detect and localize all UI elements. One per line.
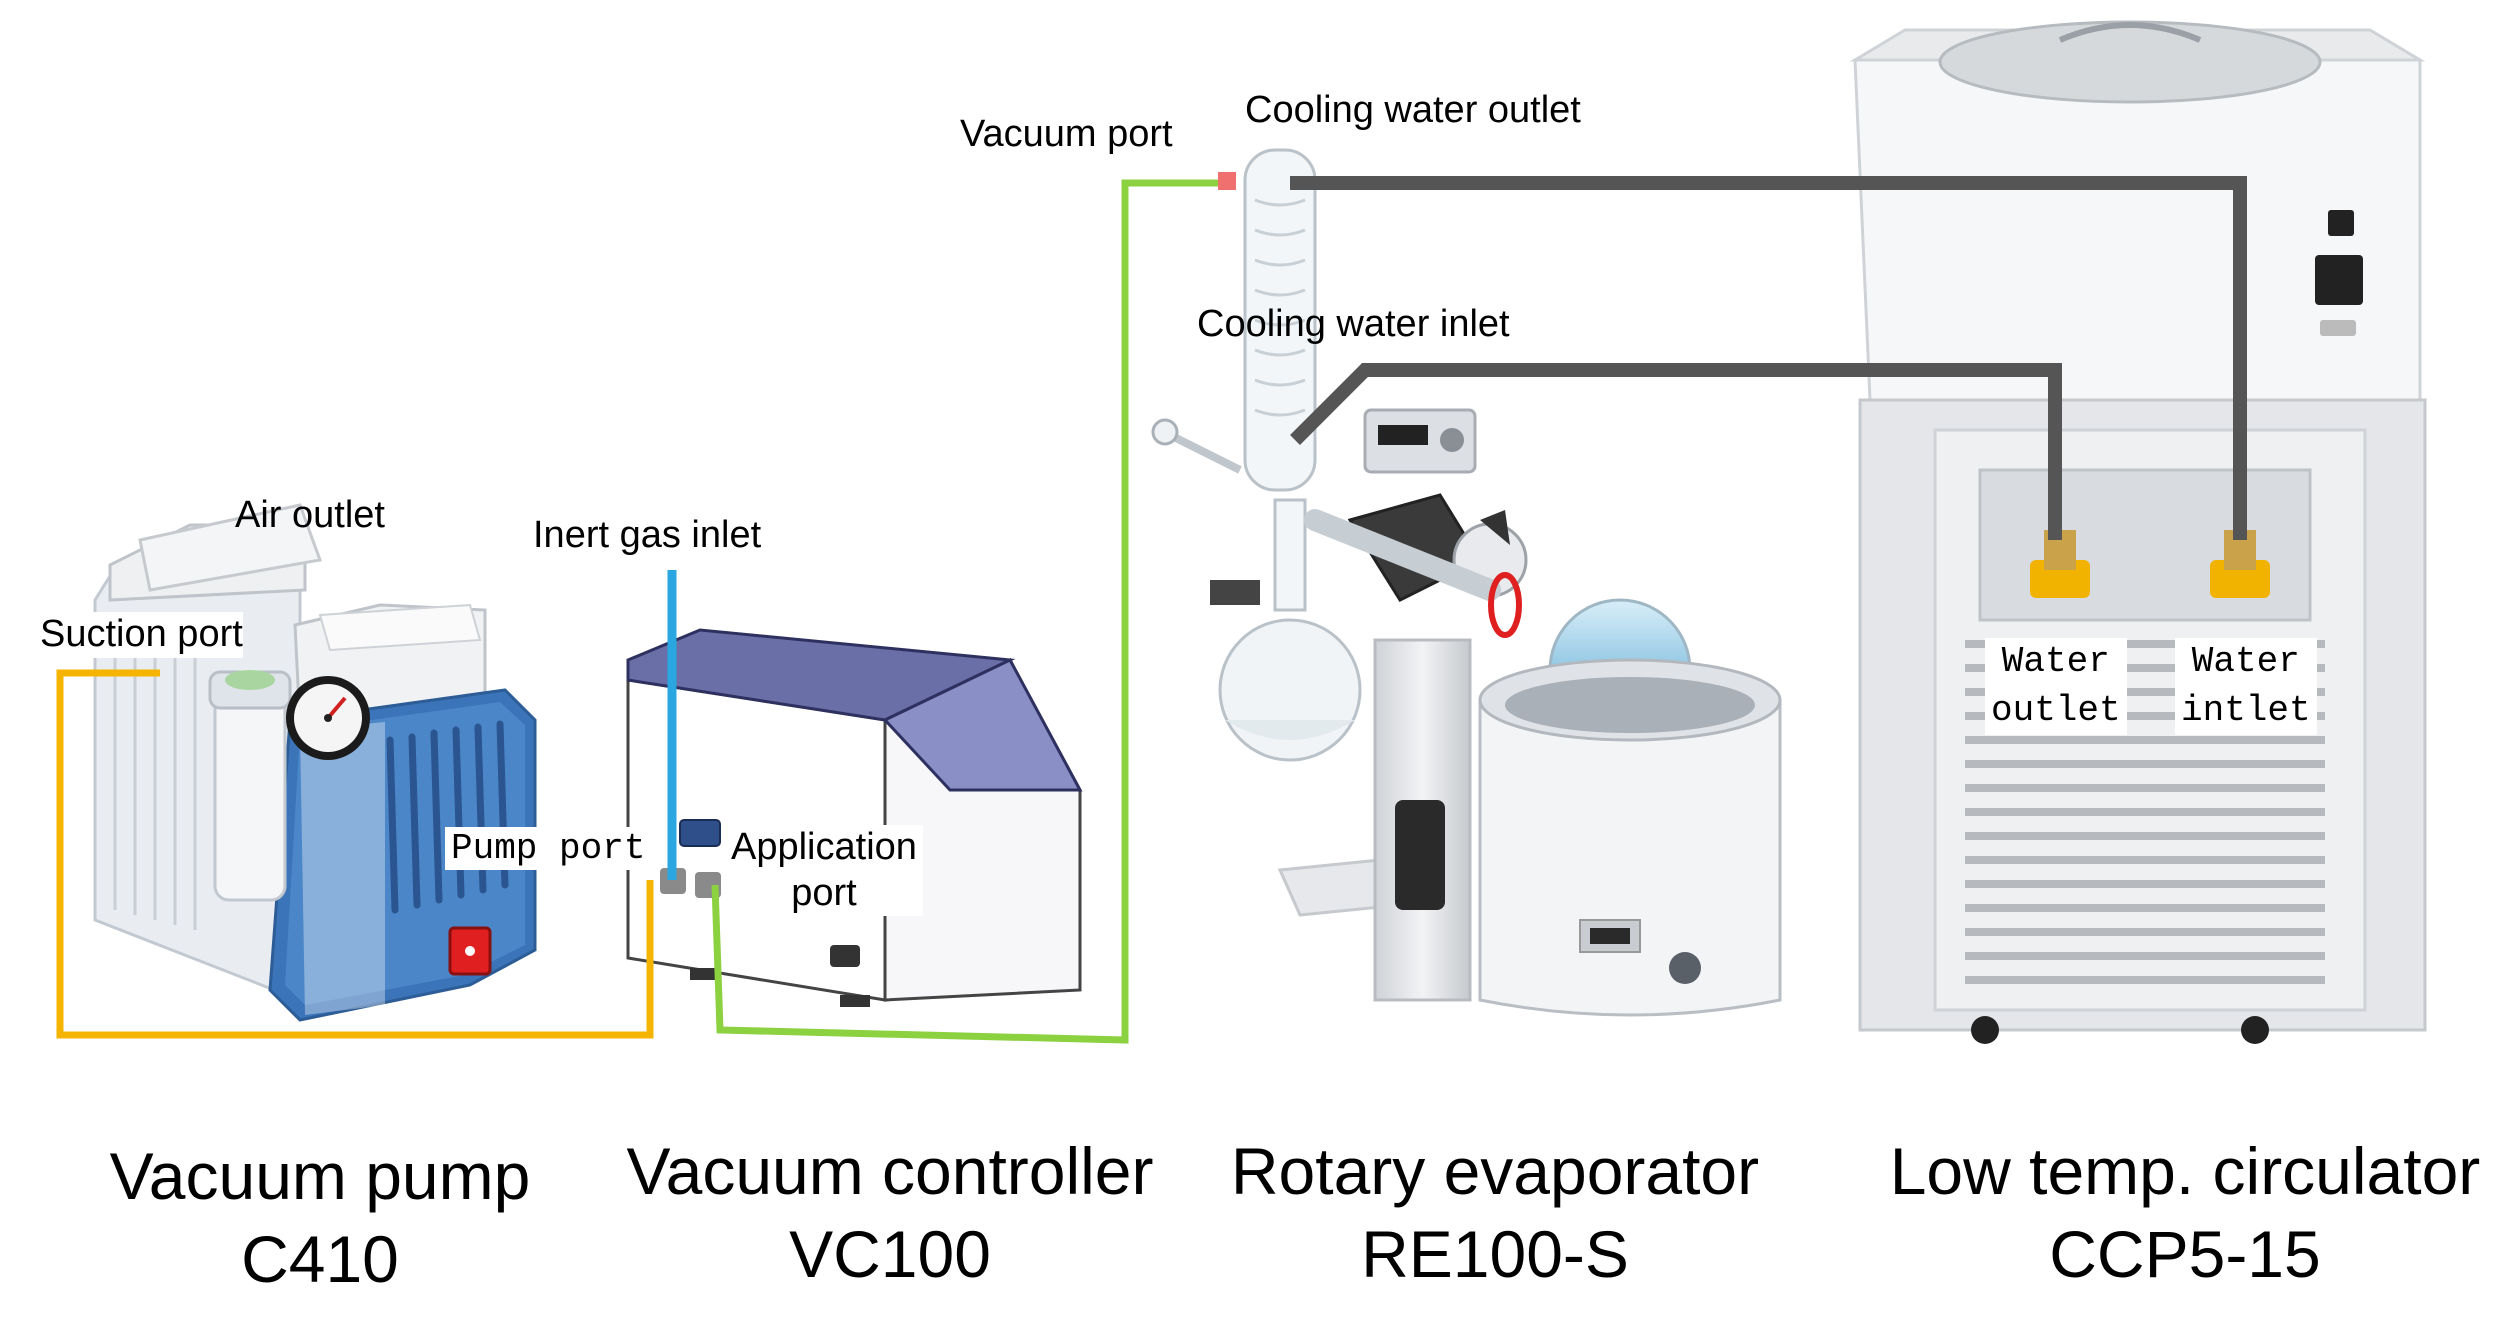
cooling-water-outlet-label: Cooling water outlet xyxy=(1245,89,1581,131)
caption-vacuum-controller-model: VC100 xyxy=(789,1216,991,1291)
vacuum-pump-illustration xyxy=(93,503,537,1022)
caption-rotary-evaporator-name: Rotary evaporator xyxy=(1230,1134,1760,1208)
suction-port-label: Suction port xyxy=(40,612,243,658)
application-port-label-line1: Application xyxy=(731,826,917,868)
pump-port-label: Pump port xyxy=(445,827,652,871)
caption-rotary-evaporator-model: RE100-S xyxy=(1361,1216,1629,1291)
application-port-label-line2: port xyxy=(791,871,857,914)
water-inlet-label-line1: Water xyxy=(2191,641,2300,682)
vacuum-port-label: Vacuum port xyxy=(960,113,1173,155)
cooling-line-outlet xyxy=(1290,176,2247,540)
vacuum-controller-illustration xyxy=(626,628,1083,1007)
water-inlet-label: Water intlet xyxy=(2175,638,2317,736)
vacuum-line-yellow xyxy=(56,669,654,1039)
application-port-label: Application port xyxy=(725,825,923,917)
rotary-evaporator-illustration xyxy=(1151,148,1782,1017)
inert-gas-inlet-label: Inert gas inlet xyxy=(533,514,762,556)
caption-low-temp-circulator-name: Low temp. circulator xyxy=(1889,1134,2481,1208)
water-outlet-label: Water outlet xyxy=(1985,638,2127,736)
vacuum-port-fitting xyxy=(1218,172,1236,190)
caption-low-temp-circulator-model: CCP5-15 xyxy=(2049,1216,2321,1291)
caption-vacuum-controller-name: Vacuum controller xyxy=(626,1134,1154,1208)
water-inlet-label-line2: intlet xyxy=(2181,689,2311,731)
caption-rotary-evaporator: Rotary evaporator RE100-S xyxy=(1215,1130,1775,1295)
water-outlet-label-line2: outlet xyxy=(1991,689,2121,731)
cooling-line-inlet xyxy=(1290,363,2062,540)
low-temp-circulator-illustration xyxy=(1849,20,2427,1044)
caption-vacuum-pump: Vacuum pump C410 xyxy=(100,1135,540,1300)
caption-vacuum-controller: Vacuum controller VC100 xyxy=(615,1130,1165,1295)
caption-vacuum-pump-model: C410 xyxy=(241,1221,399,1296)
caption-low-temp-circulator: Low temp. circulator CCP5-15 xyxy=(1880,1130,2490,1295)
water-outlet-label-line1: Water xyxy=(2001,641,2110,682)
air-outlet-label: Air outlet xyxy=(235,494,385,536)
caption-vacuum-pump-name: Vacuum pump xyxy=(109,1139,531,1213)
vacuum-line-green xyxy=(711,179,1220,1044)
cooling-water-inlet-label: Cooling water inlet xyxy=(1197,303,1510,345)
